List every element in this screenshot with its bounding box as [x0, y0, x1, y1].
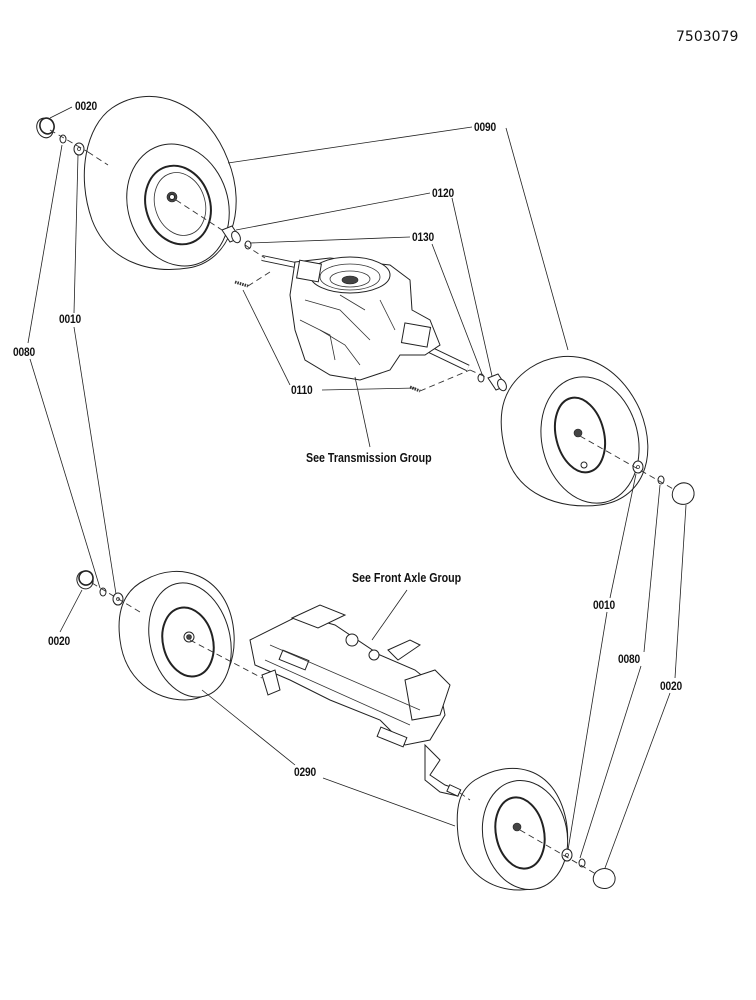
front-right-wheel	[456, 767, 569, 891]
callout-washer-left-rear: 0010	[59, 312, 82, 326]
callout-front-left-cap: 0020	[48, 634, 71, 648]
callout-washer-inner: 0130	[412, 230, 435, 244]
callout-washer-right: 0010	[593, 598, 616, 612]
callout-bushing: 0120	[432, 186, 455, 200]
callout-cap-right: 0020	[660, 679, 683, 693]
note-front-axle-group: See Front Axle Group	[352, 570, 462, 585]
callout-front-wheel: 0290	[294, 765, 317, 779]
front-axle-assembly	[249, 604, 461, 797]
callout-rear-left-cap: 0020	[75, 99, 98, 113]
callout-roll-pin: 0110	[291, 383, 313, 397]
leader-lines	[27, 106, 687, 869]
centerlines	[49, 129, 676, 875]
transmission-assembly	[261, 255, 470, 381]
rear-left-wheel	[83, 95, 237, 270]
callout-rear-wheel: 0090	[474, 120, 497, 134]
note-transmission-group: See Transmission Group	[306, 450, 432, 465]
callout-clip-left-rear: 0080	[13, 345, 36, 359]
rear-right-wheel	[500, 355, 649, 507]
callout-clip-right: 0080	[618, 652, 641, 666]
front-left-wheel	[118, 571, 235, 701]
document-number: 7503079	[676, 29, 739, 45]
hardware	[36, 117, 695, 889]
